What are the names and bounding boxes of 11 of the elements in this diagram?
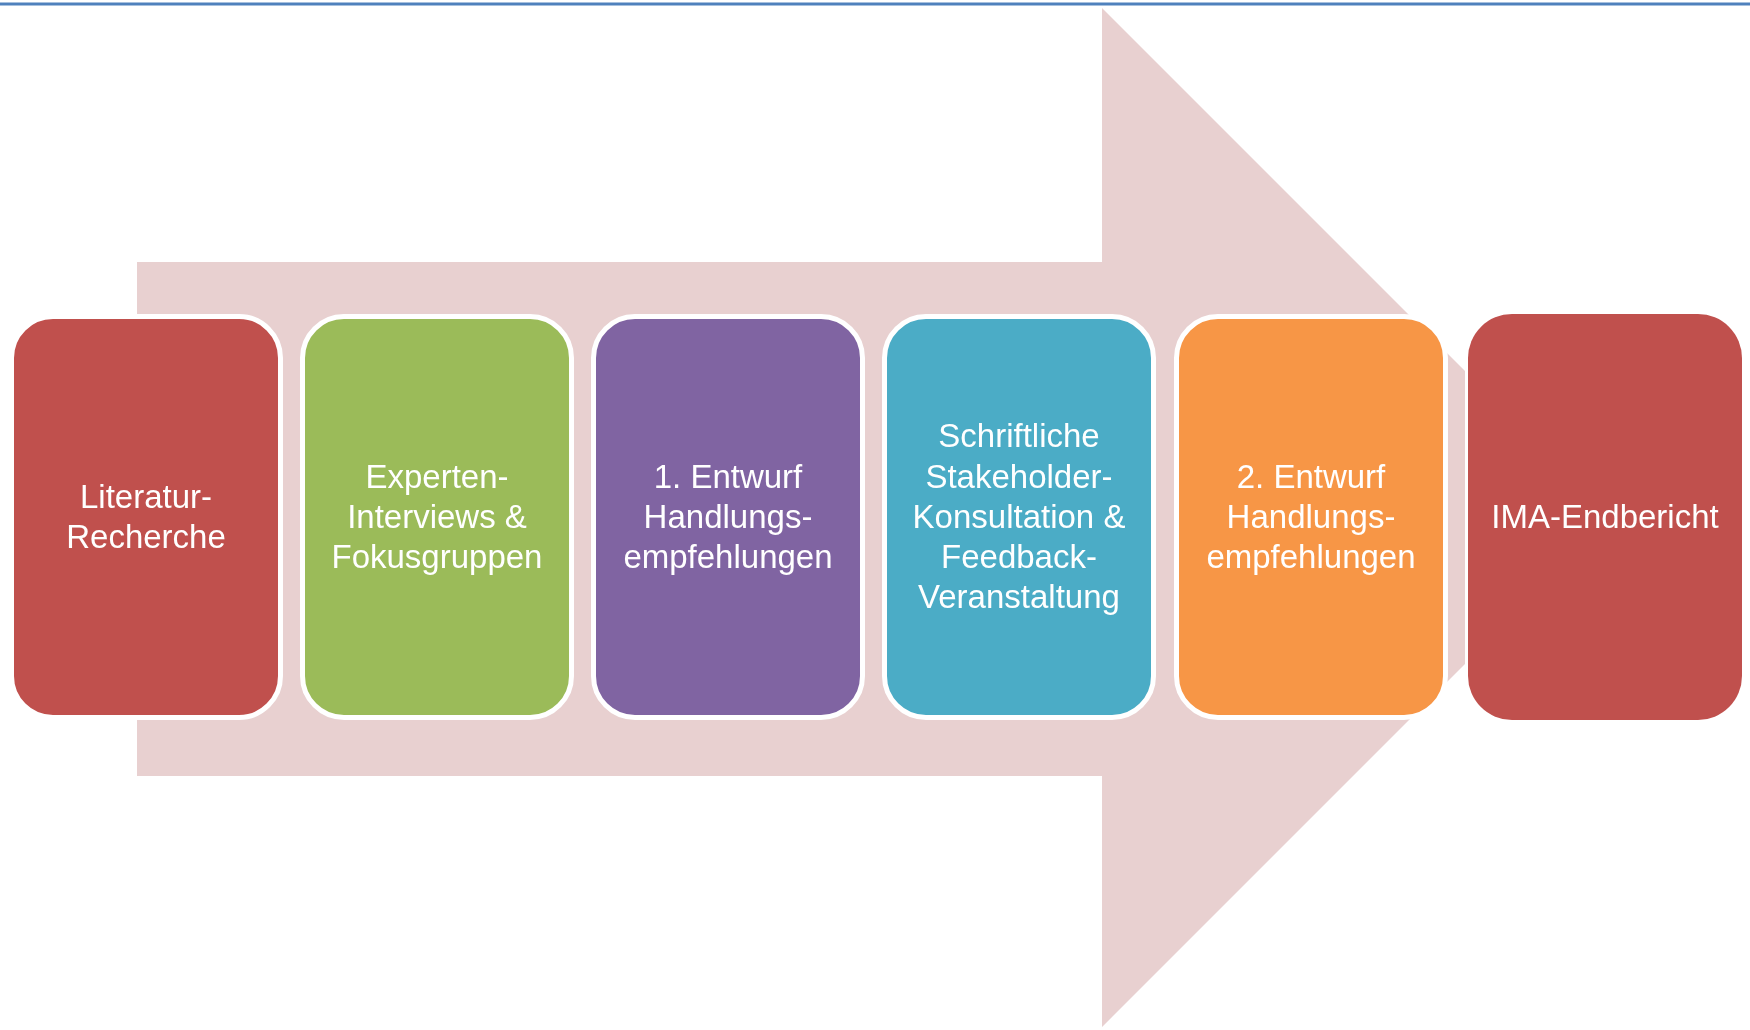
step-label: Experten-Interviews & Fokusgruppen — [330, 456, 544, 578]
step-label: Schriftliche Stakeholder-Konsultation & Feedback-Veranstaltung — [911, 416, 1127, 618]
process-box — [1468, 314, 1742, 720]
process-box — [591, 314, 865, 720]
step-label: IMA-Endbericht — [1491, 496, 1719, 537]
step-label: Literatur-Recherche — [65, 476, 227, 557]
step-label: 2. Entwurf Handlungs-empfehlungen — [1205, 456, 1417, 578]
process-box — [882, 314, 1156, 720]
process-box — [300, 314, 574, 720]
step-label: 1. Entwurf Handlungs-empfehlungen — [622, 456, 834, 578]
process-box — [1174, 314, 1448, 720]
